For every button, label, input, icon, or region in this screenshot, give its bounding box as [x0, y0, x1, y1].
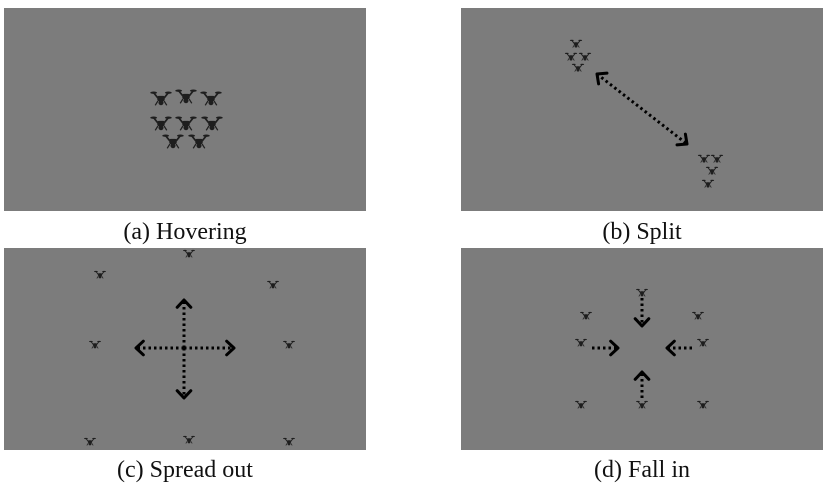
- panel-split: (b) Split: [461, 8, 823, 248]
- drone-icon: [175, 116, 197, 131]
- panel-hovering: (a) Hovering: [4, 8, 366, 248]
- drone-icon: [175, 89, 197, 104]
- arrow-head: [633, 370, 651, 381]
- caption-split: (b) Split: [602, 219, 682, 245]
- panel-spread-out: (c) Spread out: [4, 248, 366, 486]
- drone-icon: [267, 280, 279, 289]
- drone-icon: [701, 179, 715, 188]
- scene-fall-in: [461, 248, 823, 450]
- drone-icon: [578, 52, 592, 61]
- drone-icon: [569, 39, 583, 48]
- drone-icon: [575, 400, 587, 409]
- drone-icon: [692, 311, 704, 320]
- scene-split: [461, 8, 823, 211]
- arrow-head: [175, 298, 193, 309]
- caption-spread-out: (c) Spread out: [117, 457, 253, 483]
- caption-fall-in: (d) Fall in: [594, 457, 690, 483]
- arrow-head: [225, 339, 236, 357]
- arrow-head: [675, 132, 689, 147]
- drone-icon: [283, 340, 295, 349]
- drone-icon: [89, 340, 101, 349]
- drone-icon: [636, 288, 648, 297]
- drone-icon: [705, 166, 719, 175]
- arrow-head: [665, 339, 676, 357]
- drone-icon: [636, 400, 648, 409]
- drone-icon: [575, 338, 587, 347]
- arrow-head: [595, 71, 609, 86]
- arrow-head: [134, 339, 145, 357]
- drone-icon: [200, 91, 222, 106]
- caption-hovering: (a) Hovering: [123, 219, 247, 245]
- drone-icon: [150, 116, 172, 131]
- drone-icon: [564, 52, 578, 61]
- drone-icon: [283, 437, 295, 446]
- spread-out-drone-formation: [84, 249, 295, 446]
- scene-hovering: [4, 8, 366, 211]
- drone-icon: [84, 437, 96, 446]
- drone-icon: [697, 338, 709, 347]
- drone-icon: [580, 311, 592, 320]
- arrow-head: [633, 317, 651, 328]
- drone-icon: [183, 249, 195, 258]
- drone-icon: [150, 91, 172, 106]
- drone-icon: [710, 154, 724, 163]
- split-drone-formation: [564, 39, 724, 188]
- drone-icon: [183, 435, 195, 444]
- dotted-arrow: [596, 72, 688, 146]
- drone-icon: [201, 116, 223, 131]
- panel-fall-in: (d) Fall in: [461, 248, 823, 486]
- drone-icon: [162, 134, 184, 149]
- hovering-drone-formation: [150, 89, 223, 149]
- arrow-head: [175, 389, 193, 400]
- drone-icon: [697, 400, 709, 409]
- arrow-head: [609, 339, 620, 357]
- scene-spread-out: [4, 248, 366, 450]
- drone-icon: [94, 270, 106, 279]
- drone-icon: [571, 63, 585, 72]
- drone-icon: [697, 154, 711, 163]
- fall-in-drone-formation: [575, 288, 709, 409]
- drone-icon: [188, 134, 210, 149]
